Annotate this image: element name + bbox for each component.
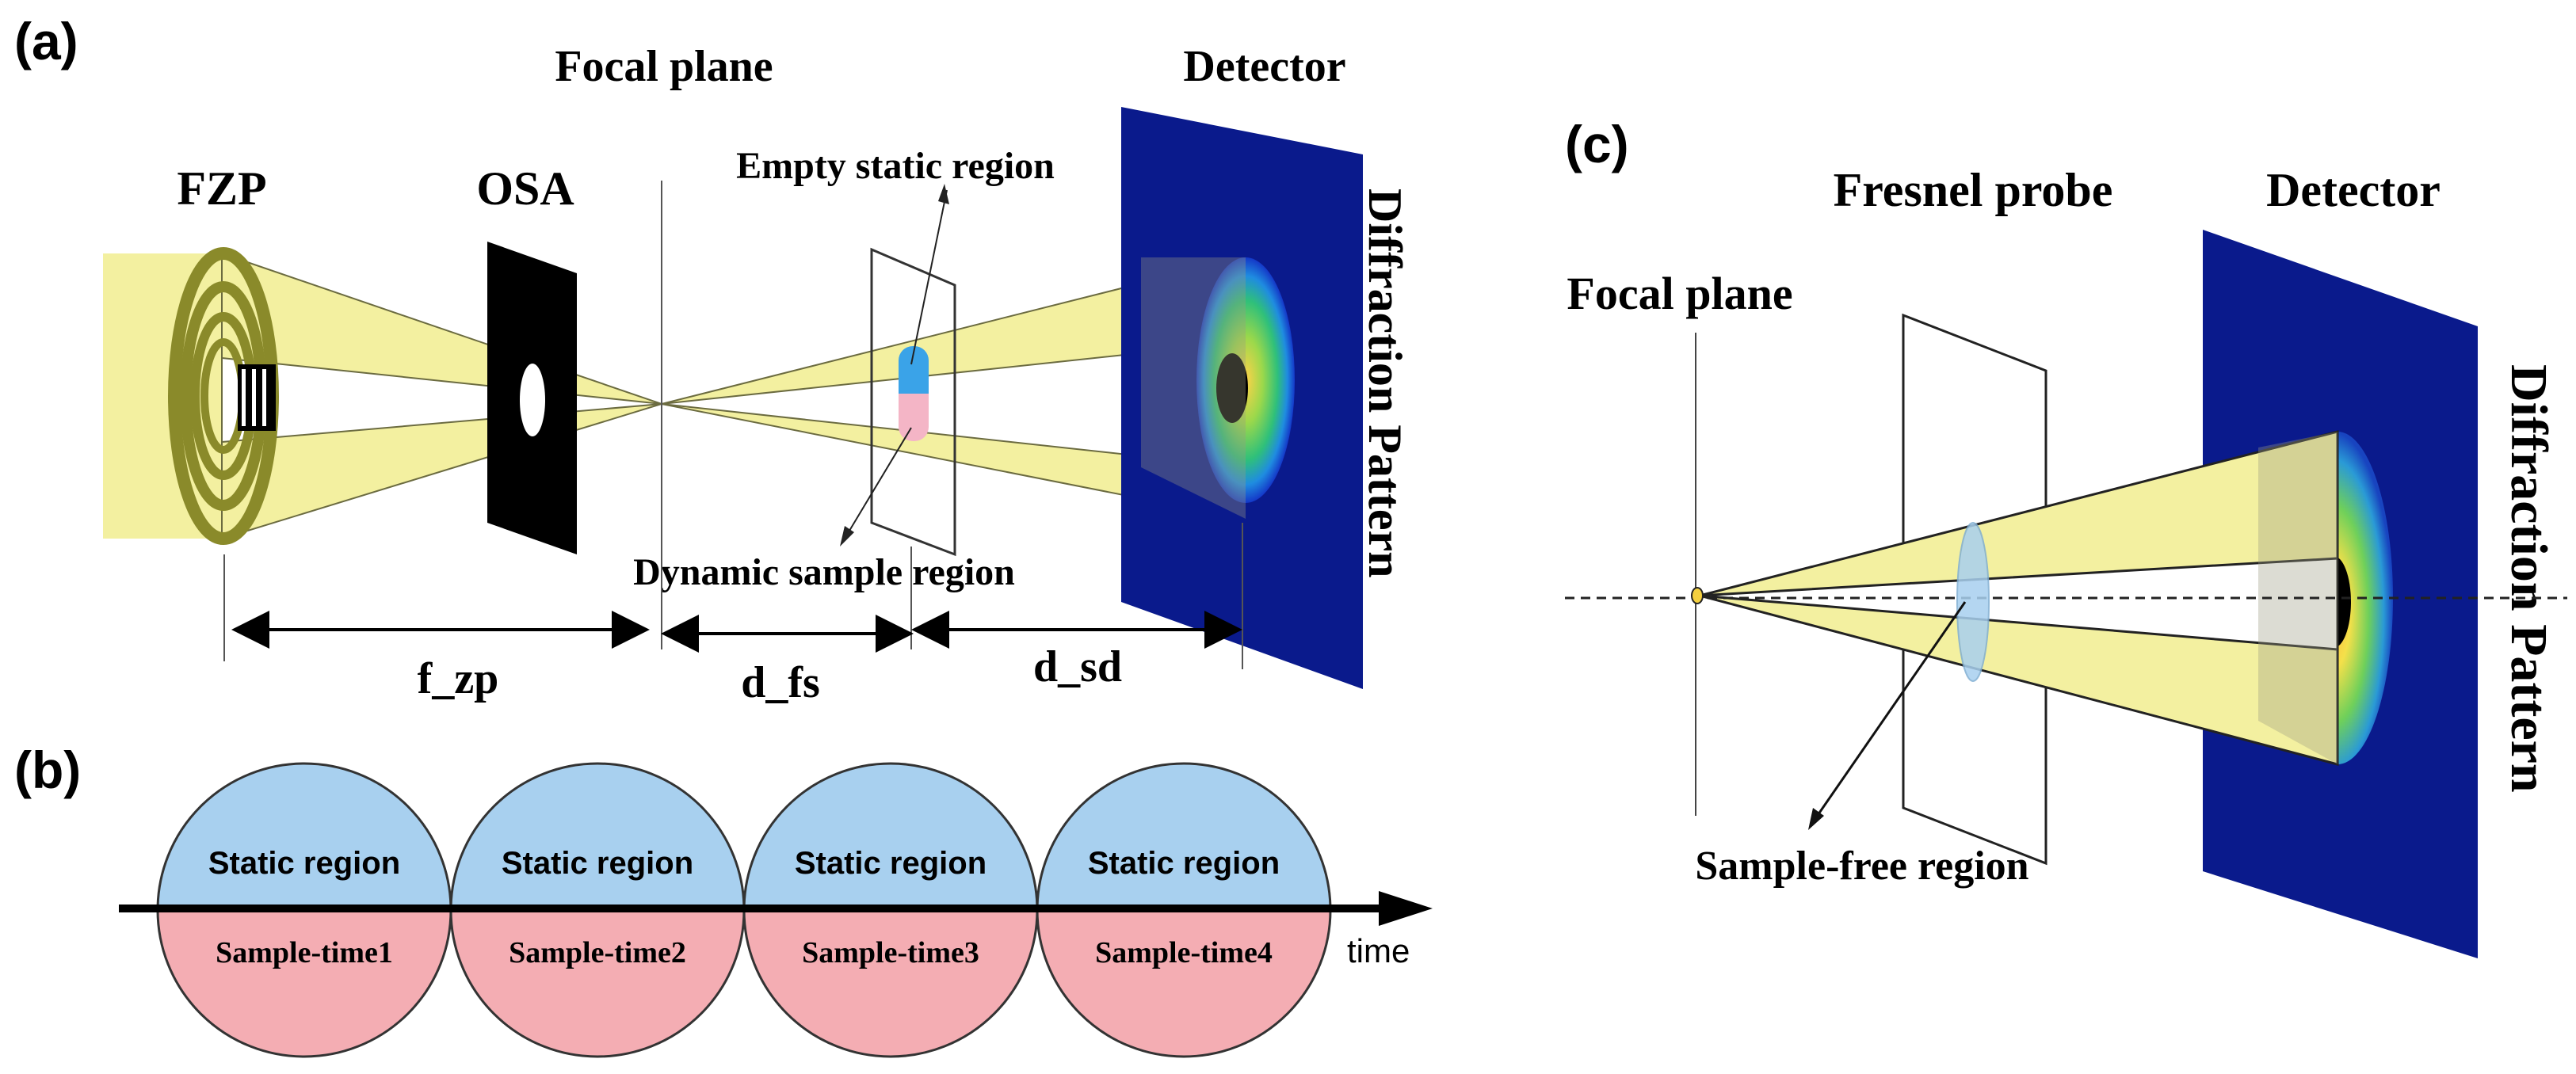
label-sample-free-region: Sample-free region [1695, 844, 2028, 889]
circle-2-static-label: Static region [502, 846, 693, 881]
label-detector: Detector [1183, 42, 1345, 91]
sample-free-pointer [1813, 601, 1967, 821]
time-axis-arrowhead [1379, 891, 1433, 926]
label-dynamic-sample-region: Dynamic sample region [633, 551, 1015, 593]
label-f-zp: f_zp [418, 654, 499, 703]
label-focal-plane-c: Focal plane [1567, 268, 1792, 319]
dynamic-sample-pointer [844, 427, 912, 539]
circle-1-sample-label: Sample-time1 [216, 936, 393, 969]
panel-a: (a) Focal plane Detector FZP OSA Empty s… [14, 12, 1411, 707]
label-fresnel-probe: Fresnel probe [1834, 164, 2113, 216]
panel-b-letter: (b) [14, 741, 81, 799]
fresnel-zone-plate [168, 247, 279, 545]
circle-1-static-label: Static region [208, 846, 400, 881]
empty-static-pointer [910, 189, 948, 365]
circle-4 [1036, 762, 1332, 1058]
circle-4-sample-label: Sample-time4 [1095, 936, 1273, 969]
label-fzp: FZP [177, 162, 266, 215]
circle-3-static-label: Static region [795, 846, 987, 881]
panel-a-letter: (a) [14, 12, 78, 70]
circle-1 [156, 762, 452, 1058]
sample-frame [870, 247, 956, 557]
label-empty-static-region: Empty static region [736, 145, 1055, 187]
panel-c-letter: (c) [1565, 115, 1629, 173]
circle-3 [742, 762, 1039, 1058]
sample-free-region-marker [1956, 522, 1990, 682]
detector-a [1121, 107, 1363, 689]
circle-2-sample-label: Sample-time2 [509, 936, 686, 969]
central-stop-shadow [221, 356, 662, 444]
label-detector-c: Detector [2266, 164, 2441, 216]
circle-2 [449, 762, 746, 1058]
timeline-circles [156, 762, 1332, 1058]
focal-point [1691, 587, 1704, 604]
label-d-sd: d_sd [1033, 642, 1122, 691]
panel-b: (b) [14, 741, 1433, 1058]
time-axis-label: time [1347, 932, 1410, 969]
label-diffraction-pattern-c: Diffraction Pattern [2500, 364, 2558, 793]
circle-3-sample-label: Sample-time3 [802, 936, 979, 969]
probe-beam-hollow [1699, 557, 2339, 651]
label-d-fs: d_fs [741, 658, 820, 707]
label-osa: OSA [476, 162, 574, 215]
label-focal-plane: Focal plane [555, 42, 773, 91]
label-diffraction-pattern-a: Diffraction Pattern [1359, 189, 1411, 577]
panel-c: (c) Fresnel probe Detector Focal plane S… [1565, 115, 2567, 958]
order-sorting-aperture [487, 242, 577, 554]
circle-4-static-label: Static region [1088, 846, 1280, 881]
